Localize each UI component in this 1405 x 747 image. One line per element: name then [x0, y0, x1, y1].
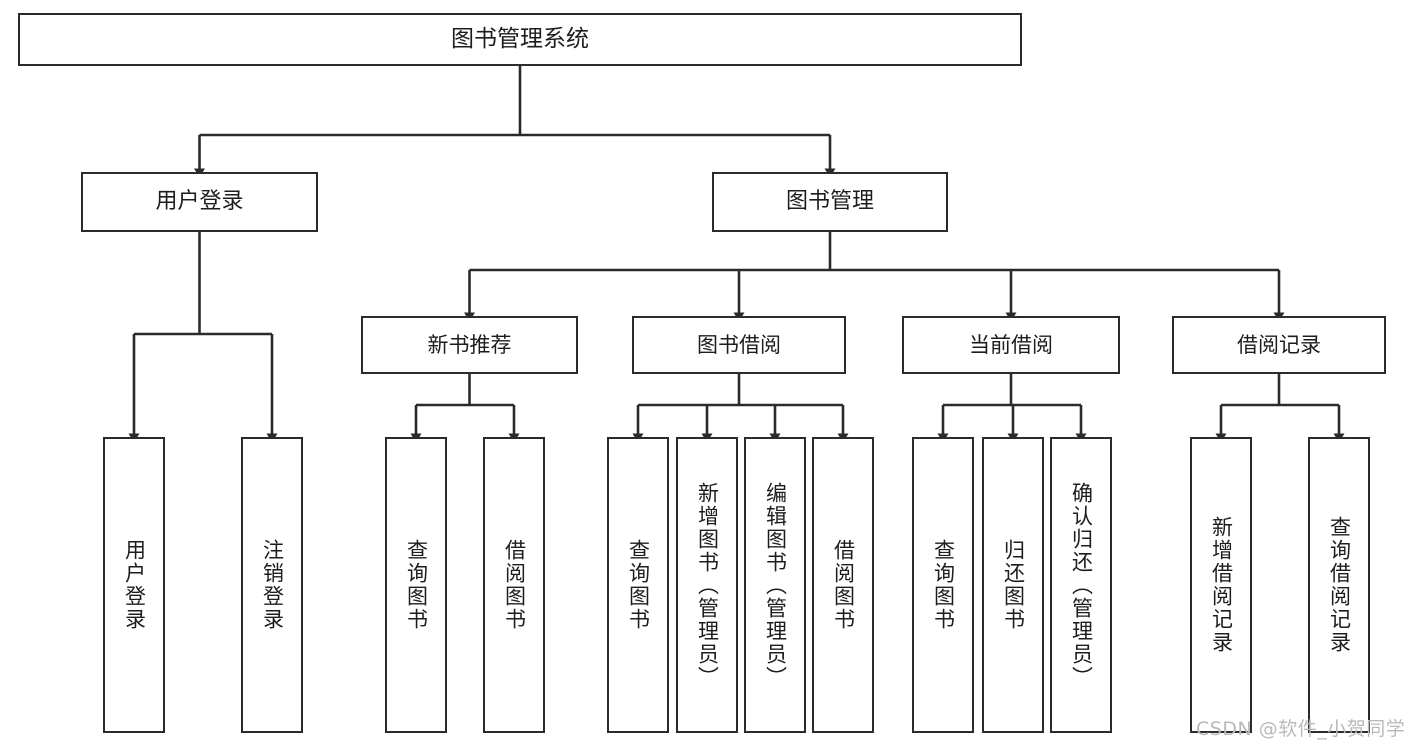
- leaf-node-8[interactable]: 查询图书: [912, 437, 974, 733]
- leaf-node-11-label: 新增借阅记录: [1209, 516, 1234, 654]
- leaf-node-5-label: 新增图书（管理员）: [695, 481, 720, 689]
- level1-node-0-label: 用户登录: [155, 189, 244, 215]
- leaf-node-3-label: 借阅图书: [502, 539, 527, 631]
- leaf-node-4[interactable]: 查询图书: [607, 437, 669, 733]
- level2-node-1[interactable]: 图书借阅: [632, 316, 846, 374]
- level1-node-1-label: 图书管理: [785, 189, 874, 215]
- level1-node-1[interactable]: 图书管理: [712, 172, 948, 232]
- leaf-node-7-label: 借阅图书: [831, 539, 856, 631]
- leaf-node-2[interactable]: 查询图书: [385, 437, 447, 733]
- leaf-node-1-label: 注销登录: [260, 539, 285, 631]
- leaf-node-9[interactable]: 归还图书: [982, 437, 1044, 733]
- leaf-node-4-label: 查询图书: [626, 539, 651, 631]
- level2-node-0[interactable]: 新书推荐: [361, 316, 578, 374]
- leaf-node-6[interactable]: 编辑图书（管理员）: [744, 437, 806, 733]
- level2-node-2[interactable]: 当前借阅: [902, 316, 1120, 374]
- level2-node-3[interactable]: 借阅记录: [1172, 316, 1386, 374]
- leaf-node-5[interactable]: 新增图书（管理员）: [676, 437, 738, 733]
- leaf-node-1[interactable]: 注销登录: [241, 437, 303, 733]
- leaf-node-6-label: 编辑图书（管理员）: [763, 481, 788, 689]
- leaf-node-2-label: 查询图书: [404, 539, 429, 631]
- leaf-node-11[interactable]: 新增借阅记录: [1190, 437, 1252, 733]
- leaf-node-10-label: 确认归还（管理员）: [1069, 481, 1094, 689]
- leaf-node-10[interactable]: 确认归还（管理员）: [1050, 437, 1112, 733]
- leaf-node-3[interactable]: 借阅图书: [483, 437, 545, 733]
- level2-node-0-label: 新书推荐: [427, 332, 512, 357]
- leaf-node-8-label: 查询图书: [931, 539, 956, 631]
- level2-node-1-label: 图书借阅: [697, 332, 781, 357]
- root-node-book-management-system[interactable]: 图书管理系统: [18, 13, 1022, 66]
- level2-node-3-label: 借阅记录: [1237, 332, 1321, 357]
- leaf-node-9-label: 归还图书: [1001, 539, 1026, 631]
- leaf-node-7[interactable]: 借阅图书: [812, 437, 874, 733]
- leaf-node-12-label: 查询借阅记录: [1327, 516, 1352, 654]
- leaf-node-12[interactable]: 查询借阅记录: [1308, 437, 1370, 733]
- leaf-node-0[interactable]: 用户登录: [103, 437, 165, 733]
- level2-node-2-label: 当前借阅: [969, 332, 1053, 357]
- leaf-node-0-label: 用户登录: [122, 539, 147, 631]
- level1-node-0[interactable]: 用户登录: [81, 172, 318, 232]
- root-node-book-management-system-label: 图书管理系统: [451, 25, 589, 52]
